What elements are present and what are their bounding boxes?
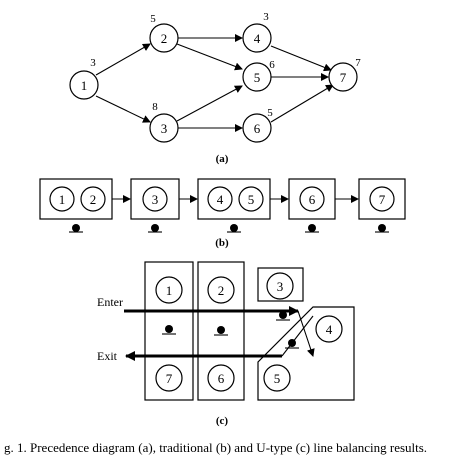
worker-icon [230, 224, 238, 232]
return-line [281, 315, 314, 357]
panel-label-c: (c) [216, 415, 229, 427]
node-7: 7 7 [328, 57, 361, 92]
task-label: 3 [152, 192, 159, 207]
panel-label-a: (a) [216, 153, 229, 165]
node-3: 3 8 [149, 101, 179, 143]
task-label: 6 [218, 371, 225, 386]
task-label: 2 [90, 192, 97, 207]
u-turn-line [297, 310, 315, 357]
task-label: 4 [326, 322, 333, 337]
station-box: 6 [288, 178, 336, 233]
station-box: 7 [358, 178, 406, 233]
node-label: 3 [161, 121, 168, 136]
node-4: 4 3 [242, 11, 272, 53]
node-time: 8 [152, 101, 158, 113]
worker-icon [72, 224, 80, 232]
node-time: 6 [269, 59, 275, 71]
exit-label: Exit [97, 349, 118, 363]
u-type-line: 1 2 3 4 5 7 6 Enter Exit (c) [97, 261, 355, 427]
worker-icon [279, 311, 287, 319]
task-label: 4 [217, 192, 224, 207]
node-label: 5 [254, 70, 261, 85]
edge-2-5 [176, 43, 243, 71]
node-label: 1 [81, 78, 88, 93]
worker-icon [165, 325, 173, 333]
node-time: 5 [267, 107, 273, 119]
precedence-diagram: 1 3 2 5 3 8 4 3 5 6 6 5 7 [69, 11, 361, 165]
node-label: 7 [340, 70, 347, 85]
edge-1-2 [95, 43, 151, 76]
task-label: 7 [166, 371, 173, 386]
node-time: 3 [90, 57, 96, 69]
node-time: 7 [355, 57, 361, 69]
node-time: 5 [150, 13, 156, 25]
edge-3-5 [176, 85, 243, 122]
node-label: 6 [254, 121, 261, 136]
worker-icon [378, 224, 386, 232]
edge-4-7 [270, 45, 332, 72]
node-6: 6 5 [242, 107, 273, 143]
node-label: 4 [254, 31, 261, 46]
panel-label-b: (b) [215, 237, 229, 249]
node-label: 2 [161, 31, 168, 46]
enter-label: Enter [97, 295, 123, 309]
task-label: 1 [166, 283, 173, 298]
station-box: 3 [130, 178, 180, 233]
task-label: 2 [218, 283, 225, 298]
node-1: 1 3 [69, 57, 99, 100]
traditional-line: 1 2 3 4 5 [39, 178, 406, 249]
node-2: 2 5 [149, 13, 179, 53]
edge-6-7 [270, 84, 334, 123]
node-5: 5 6 [242, 59, 275, 92]
worker-icon [308, 224, 316, 232]
task-label: 1 [59, 192, 66, 207]
worker-icon [151, 224, 159, 232]
station-box: 1 2 [39, 178, 113, 233]
task-label: 7 [379, 192, 386, 207]
station-box: 4 5 [197, 178, 271, 233]
worker-icon [217, 326, 225, 334]
task-label: 6 [309, 192, 316, 207]
task-label: 3 [277, 279, 284, 294]
node-time: 3 [263, 11, 269, 23]
figure-caption: g. 1. Precedence diagram (a), traditiona… [4, 440, 427, 455]
task-label: 5 [274, 371, 281, 386]
edge-1-3 [95, 95, 151, 123]
task-label: 5 [248, 192, 255, 207]
